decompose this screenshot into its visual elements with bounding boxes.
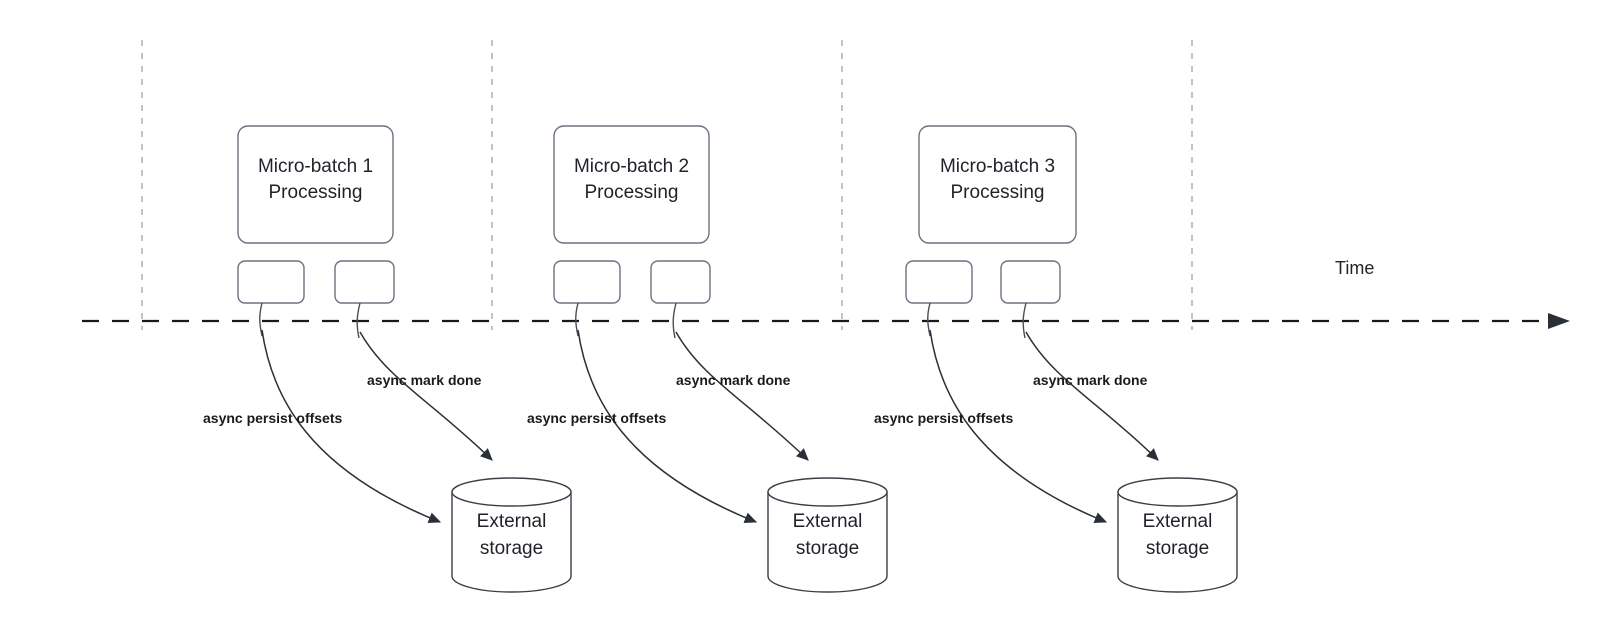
external-storage-1[interactable]: External storage (451, 477, 572, 593)
micro-batch-3-box[interactable] (918, 125, 1077, 244)
micro-batch-1-persist-offsets-label: async persist offsets (203, 410, 342, 426)
external-storage-1-top (451, 477, 572, 507)
micro-batch-3-left-connector (927, 302, 931, 337)
micro-batch-1-left-connector (259, 302, 263, 337)
micro-batch-2-task-box-right[interactable] (650, 260, 711, 304)
external-storage-2-top (767, 477, 888, 507)
time-axis-arrowhead (1548, 313, 1570, 329)
micro-batch-1-mark-done-edge (359, 331, 493, 461)
micro-batch-2-title: Micro-batch 2 (574, 156, 689, 177)
micro-batch-group-3: Micro-batch 3 Processing async persist o… (874, 125, 1238, 593)
external-storage-1-subtitle: storage (480, 538, 543, 559)
micro-batch-3-persist-offsets-edge (929, 329, 1108, 523)
micro-batch-2-left-connector (575, 302, 579, 337)
micro-batch-3-title: Micro-batch 3 (940, 156, 1055, 177)
micro-batch-3-mark-done-label: async mark done (1033, 372, 1148, 388)
micro-batch-3-subtitle: Processing (951, 182, 1045, 203)
micro-batch-2-persist-offsets-edge (577, 329, 758, 524)
external-storage-3-subtitle: storage (1146, 538, 1209, 559)
external-storage-2-subtitle: storage (796, 538, 859, 559)
external-storage-3-top (1117, 477, 1238, 507)
micro-batch-1-mark-done-label: async mark done (367, 372, 482, 388)
time-axis: Time (82, 258, 1570, 329)
micro-batch-group-2: Micro-batch 2 Processing async persist o… (527, 125, 888, 593)
micro-batch-2-right-connector (672, 302, 677, 339)
micro-batch-3-right-connector (1022, 302, 1027, 339)
micro-batch-2-subtitle: Processing (585, 182, 679, 203)
external-storage-3-body (1117, 491, 1238, 593)
micro-batch-3-task-box-right[interactable] (1000, 260, 1061, 304)
micro-batch-1-persist-offsets-edge (261, 329, 442, 524)
micro-batch-2-mark-done-label: async mark done (676, 372, 791, 388)
micro-batch-1-box[interactable] (237, 125, 394, 244)
external-storage-3[interactable]: External storage (1117, 477, 1238, 593)
external-storage-1-body (451, 491, 572, 593)
external-storage-2-title: External (793, 511, 863, 532)
micro-batch-1-subtitle: Processing (269, 182, 363, 203)
micro-batch-3-persist-offsets-label: async persist offsets (874, 410, 1013, 426)
time-axis-label: Time (1335, 258, 1374, 278)
micro-batch-1-task-box-right[interactable] (334, 260, 395, 304)
micro-batch-1-title: Micro-batch 1 (258, 156, 373, 177)
micro-batch-3-task-box-left[interactable] (905, 260, 973, 304)
micro-batch-3-mark-done-edge (1025, 331, 1159, 461)
external-storage-3-title: External (1143, 511, 1213, 532)
timeline-tick-group (141, 40, 1193, 330)
external-storage-1-title: External (477, 511, 547, 532)
micro-batch-1-task-box-left[interactable] (237, 260, 305, 304)
external-storage-2[interactable]: External storage (767, 477, 888, 593)
micro-batch-2-persist-offsets-label: async persist offsets (527, 410, 666, 426)
micro-batch-group-1: Micro-batch 1 Processing async persist o… (203, 125, 572, 593)
micro-batch-2-mark-done-edge (675, 331, 809, 461)
micro-batch-2-box[interactable] (553, 125, 710, 244)
micro-batch-2-task-box-left[interactable] (553, 260, 621, 304)
external-storage-2-body (767, 491, 888, 593)
micro-batch-1-right-connector (356, 302, 361, 339)
